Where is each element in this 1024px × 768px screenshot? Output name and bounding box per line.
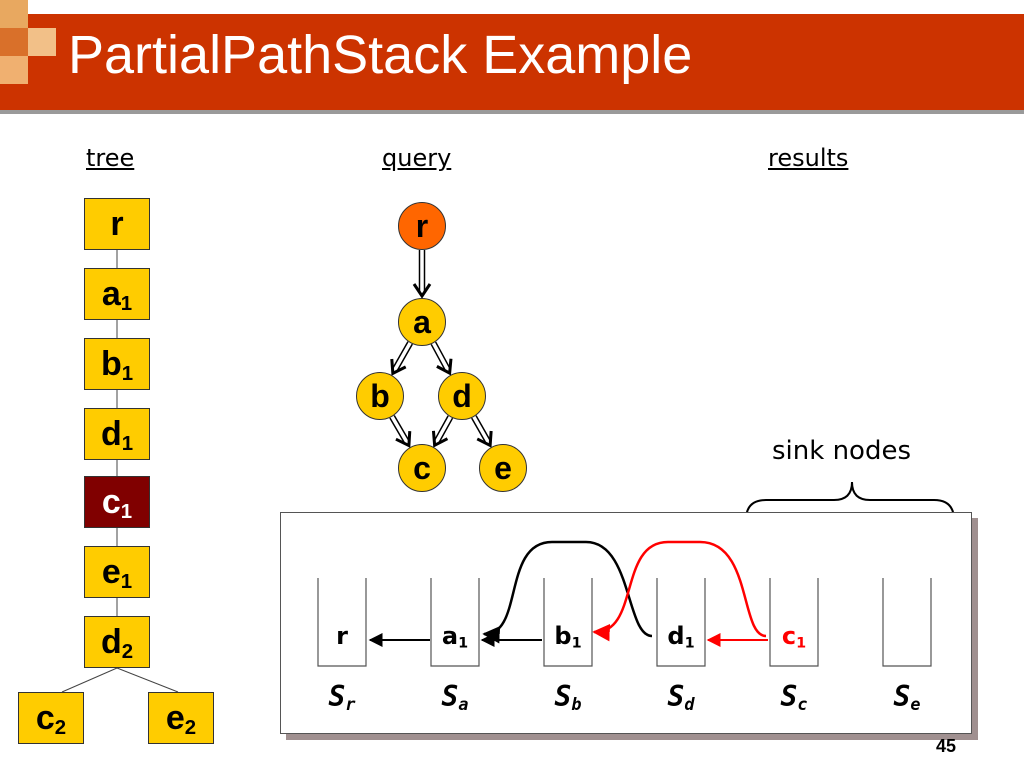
- tree-node-letter: d: [100, 623, 122, 661]
- stack-entry-subscript: 1: [796, 635, 807, 652]
- stack-entry-r: r: [322, 622, 362, 650]
- stack-entry-subscript: 1: [571, 635, 582, 652]
- query-node-a: a: [398, 298, 446, 346]
- tree-node-subscript: 1: [120, 571, 133, 594]
- corner-decoration: [0, 0, 28, 28]
- stack-label-subscript: d: [684, 694, 695, 715]
- query-edge-b-c: [389, 415, 412, 448]
- stack-label-subscript: c: [797, 694, 808, 715]
- tree-node-subscript: 1: [120, 293, 133, 316]
- tree-node-c1: c1: [84, 476, 150, 528]
- query-edge-d-c: [431, 415, 454, 448]
- stack-label-e: Se: [877, 680, 937, 713]
- query-node-b: b: [356, 372, 404, 420]
- sink-nodes-label: sink nodes: [772, 436, 912, 466]
- corner-decoration: [28, 28, 56, 56]
- query-node-d: d: [438, 372, 486, 420]
- stack-label-main: S: [780, 680, 798, 713]
- tree-node-subscript: 2: [54, 717, 67, 740]
- stack-entry-a: a1: [435, 622, 475, 652]
- query-node-c: c: [398, 444, 446, 492]
- tree-node-a1: a1: [84, 268, 150, 320]
- tree-node-letter: e: [165, 699, 185, 737]
- corner-decoration: [0, 28, 28, 56]
- tree-node-subscript: 1: [121, 363, 134, 386]
- tree-node-letter: a: [101, 275, 121, 313]
- query-edges: [389, 250, 493, 448]
- tree-node-d2: d2: [84, 616, 150, 668]
- query-edge-a-b: [390, 341, 413, 376]
- stack-entry-d: d1: [661, 622, 701, 652]
- tree-node-e2: e2: [148, 692, 214, 744]
- tree-node-subscript: 2: [184, 717, 197, 740]
- stack-entry-subscript: 1: [684, 635, 695, 652]
- query-edge-r-a: [412, 250, 432, 299]
- tree-node-subscript: 1: [121, 433, 134, 456]
- tree-node-c2: c2: [18, 692, 84, 744]
- stack-entry-letter: a: [441, 622, 459, 650]
- query-edge-d-e: [471, 415, 493, 448]
- stack-label-subscript: r: [345, 694, 356, 715]
- stack-entry-letter: c: [781, 622, 797, 650]
- query-edge-a-d: [430, 341, 453, 376]
- tree-node-letter: c: [35, 699, 55, 737]
- stack-label-subscript: b: [571, 694, 582, 715]
- stack-entry-letter: b: [554, 622, 572, 650]
- stack-label-subscript: a: [458, 694, 469, 715]
- tree-connectors: [61, 250, 179, 693]
- tree-node-b1: b1: [84, 338, 150, 390]
- tree-node-subscript: 2: [121, 641, 134, 664]
- stack-label-main: S: [667, 680, 685, 713]
- stack-label-d: Sd: [651, 680, 711, 713]
- page-number: 45: [936, 736, 957, 756]
- tree-node-letter: d: [100, 415, 122, 453]
- stack-label-r: Sr: [312, 680, 372, 713]
- stack-entry-c: c1: [774, 622, 814, 652]
- stack-label-main: S: [441, 680, 459, 713]
- stack-label-subscript: e: [910, 694, 921, 715]
- stack-label-main: S: [893, 680, 911, 713]
- stack-label-main: S: [554, 680, 572, 713]
- stack-entry-letter: r: [336, 622, 348, 650]
- tree-node-d1: d1: [84, 408, 150, 460]
- stack-label-main: S: [328, 680, 346, 713]
- stack-entry-b: b1: [548, 622, 588, 652]
- stack-entry-subscript: 1: [458, 635, 469, 652]
- query-node-r: r: [398, 202, 446, 250]
- stack-label-a: Sa: [425, 680, 485, 713]
- tree-header: tree: [86, 144, 135, 172]
- tree-node-letter: b: [100, 345, 122, 383]
- stack-label-c: Sc: [764, 680, 824, 713]
- query-header: query: [382, 144, 452, 172]
- tree-node-letter: r: [110, 205, 124, 243]
- sink-brace: [745, 481, 955, 521]
- tree-node-e1: e1: [84, 546, 150, 598]
- slide-title: PartialPathStack Example: [68, 25, 693, 85]
- query-node-e: e: [479, 444, 527, 492]
- tree-node-subscript: 1: [120, 501, 133, 524]
- corner-decoration: [0, 56, 28, 84]
- title-bar: [0, 14, 1024, 110]
- stack-entry-letter: d: [667, 622, 685, 650]
- tree-node-r: r: [84, 198, 150, 250]
- tree-node-letter: c: [101, 483, 121, 521]
- stack-panel: [280, 512, 972, 734]
- stack-label-b: Sb: [538, 680, 598, 713]
- tree-node-letter: e: [101, 553, 121, 591]
- results-header: results: [768, 144, 849, 172]
